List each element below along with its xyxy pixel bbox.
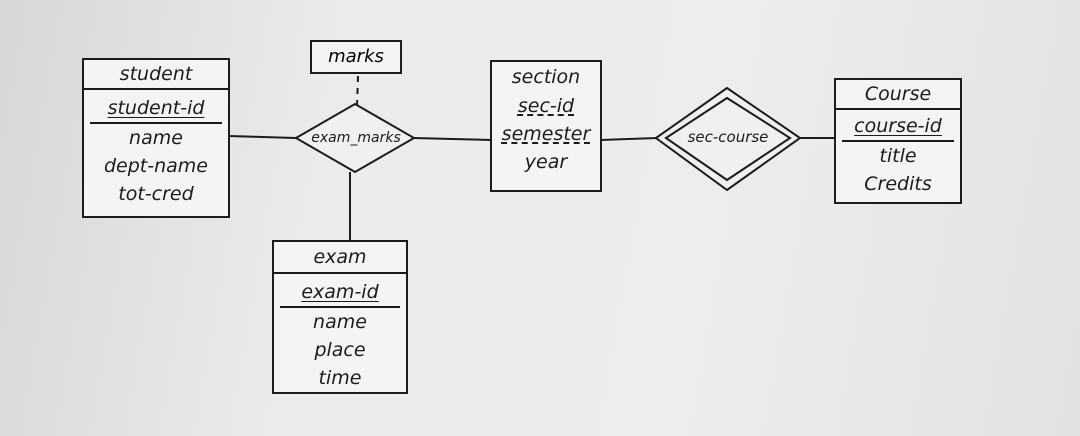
sec-course-diamond-outer [654,86,802,192]
exam-attr-place: place [314,339,366,361]
line-marks-exam-marks [356,75,359,107]
section-partial-key-sec-id: sec-id [517,95,575,117]
exam-entity: exam exam-id name place time [272,240,408,394]
sec-course-label: sec-course [687,128,769,146]
student-attr-tot-cred: tot-cred [118,183,194,205]
student-entity-name: student [84,60,228,90]
line-section-sec-course [599,137,659,141]
sec-course-diamond-inner [664,96,792,182]
marks-label: marks [328,46,384,67]
exam-key-divider [280,306,400,308]
exam-attr-name: name [313,311,367,333]
course-entity: Course course-id title Credits [834,78,962,204]
exam-key-attr: exam-id [301,281,379,303]
student-key-attr: student-id [107,97,205,119]
exam-entity-name: exam [274,242,406,274]
marks-attribute: marks [310,40,402,74]
course-key-divider [842,140,954,142]
line-exam-marks-section [413,137,493,141]
exam-marks-diamond [293,102,417,174]
student-attr-dept-name: dept-name [104,155,208,177]
course-attr-title: title [879,145,917,167]
line-student-exam-marks [227,135,297,139]
student-key-divider [90,122,222,124]
section-partial-key-semester: semester [501,123,591,145]
course-entity-name: Course [836,80,960,110]
exam-attr-time: time [318,367,362,389]
section-entity: section sec-id semester year [490,60,602,192]
section-entity-name: section [511,66,581,88]
student-attr-name: name [129,127,183,149]
exam-marks-label: exam_marks [311,130,401,146]
student-entity: student student-id name dept-name tot-cr… [82,58,230,218]
course-key-attr: course-id [854,115,942,137]
section-attr-year: year [524,151,568,173]
course-attr-credits: Credits [864,173,932,195]
